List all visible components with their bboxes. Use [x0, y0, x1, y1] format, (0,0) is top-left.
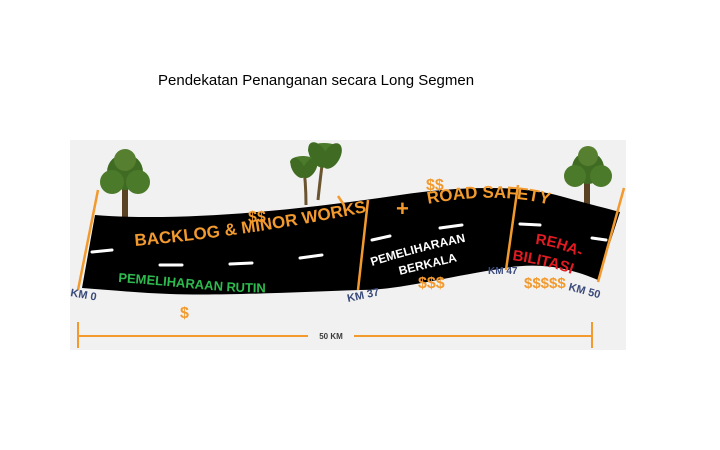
- cost-berkala: $$$: [418, 275, 445, 292]
- cost-backlog: $$: [248, 209, 266, 226]
- cost-rutin: $: [180, 305, 189, 322]
- total-length-label: 50 KM: [319, 332, 343, 341]
- cost-road-safety: $$: [426, 177, 444, 194]
- cost-rehab: $$$$$: [524, 275, 566, 292]
- label-plus: +: [396, 196, 409, 221]
- km-47-label: KM 47: [488, 266, 518, 277]
